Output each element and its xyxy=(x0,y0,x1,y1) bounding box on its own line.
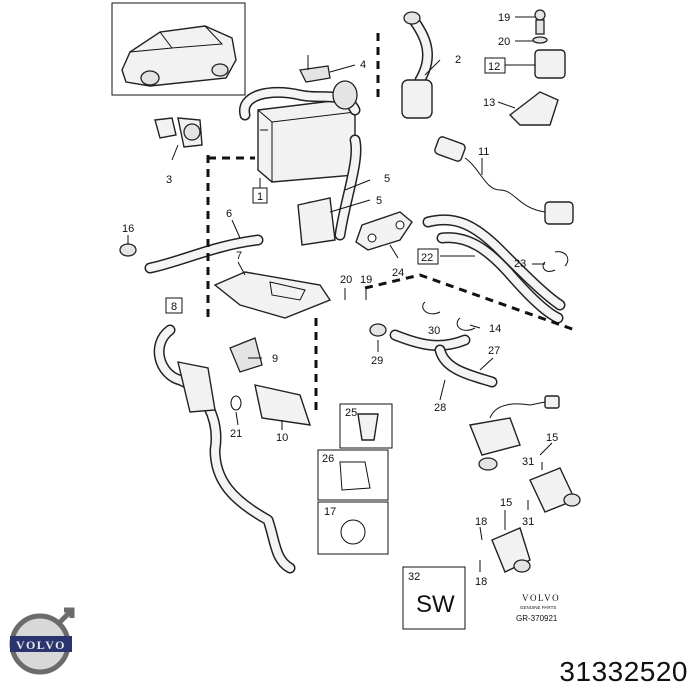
stamp-brand: VOLVO xyxy=(522,593,560,603)
callout-20b: 20 xyxy=(340,274,352,286)
lower-pipe xyxy=(153,324,296,574)
callout-14: 14 xyxy=(489,323,501,335)
pipe-connectors xyxy=(297,197,336,246)
callout-5a: 5 xyxy=(384,173,390,185)
callout-18b: 18 xyxy=(475,576,487,588)
callout-24: 24 xyxy=(392,267,404,279)
callout-5b: 5 xyxy=(376,195,382,207)
callout-8: 8 xyxy=(171,301,177,313)
clamp-assembly xyxy=(154,117,203,148)
box-26 xyxy=(317,449,389,501)
callout-4: 4 xyxy=(360,59,366,71)
callout-19a: 19 xyxy=(498,12,510,24)
callout-22: 22 xyxy=(421,252,433,264)
pipe-clips xyxy=(542,251,569,272)
y-hose xyxy=(389,329,498,388)
exhaust-pipe xyxy=(401,11,433,119)
callout-28: 28 xyxy=(434,402,446,414)
callout-9: 9 xyxy=(272,353,278,365)
hose-clip xyxy=(119,243,137,257)
heater-unit xyxy=(239,80,362,241)
callout-13: 13 xyxy=(483,97,495,109)
callout-6: 6 xyxy=(226,208,232,220)
stamp-subtitle: GENUINE PARTS xyxy=(520,605,556,610)
callout-16: 16 xyxy=(122,223,134,235)
callout-21: 21 xyxy=(230,428,242,440)
leader-lines xyxy=(127,16,553,572)
wiring-harness xyxy=(434,136,574,225)
callout-1: 1 xyxy=(257,191,263,203)
volvo-logo: VOLVO xyxy=(9,607,75,675)
support-bracket xyxy=(229,337,263,373)
sw-label: SW xyxy=(416,591,455,618)
callout-31b: 31 xyxy=(522,516,534,528)
callout-labels: 1 2 3 4 5 5 6 7 8 9 10 11 12 13 14 15 15… xyxy=(122,12,558,588)
callout-17: 17 xyxy=(324,506,336,518)
callout-23: 23 xyxy=(514,258,526,270)
callout-10: 10 xyxy=(276,432,288,444)
part-number: 31332520 xyxy=(559,656,688,687)
callout-31a: 31 xyxy=(522,456,534,468)
stamp-ref: GR-370921 xyxy=(516,614,558,623)
callout-29: 29 xyxy=(371,355,383,367)
callout-3: 3 xyxy=(166,174,172,186)
callout-32: 32 xyxy=(408,571,420,583)
callout-15a: 15 xyxy=(546,432,558,444)
callout-27: 27 xyxy=(488,345,500,357)
bracket xyxy=(299,65,331,83)
callout-26: 26 xyxy=(322,453,334,465)
callout-2: 2 xyxy=(455,54,461,66)
logo-brand: VOLVO xyxy=(16,638,66,652)
flange-gasket xyxy=(355,211,413,251)
callout-18a: 18 xyxy=(475,516,487,528)
box-17 xyxy=(317,501,389,555)
callout-19b: 19 xyxy=(360,274,372,286)
hose-clamps xyxy=(422,301,476,331)
volvo-stamp: VOLVO GENUINE PARTS GR-370921 xyxy=(516,593,560,623)
callout-15b: 15 xyxy=(500,497,512,509)
callout-30: 30 xyxy=(428,325,440,337)
callout-20a: 20 xyxy=(498,36,510,48)
callout-11: 11 xyxy=(478,146,489,158)
callout-12: 12 xyxy=(488,61,500,73)
sw-box xyxy=(402,566,466,630)
heat-shield xyxy=(254,384,312,426)
callout-25: 25 xyxy=(345,407,357,419)
valve-assembly xyxy=(469,395,581,513)
washer xyxy=(230,395,242,411)
solenoid-valve xyxy=(508,9,566,126)
callout-7: 7 xyxy=(236,250,242,262)
car-thumbnail xyxy=(111,2,246,96)
coolant-pipes xyxy=(422,214,566,324)
